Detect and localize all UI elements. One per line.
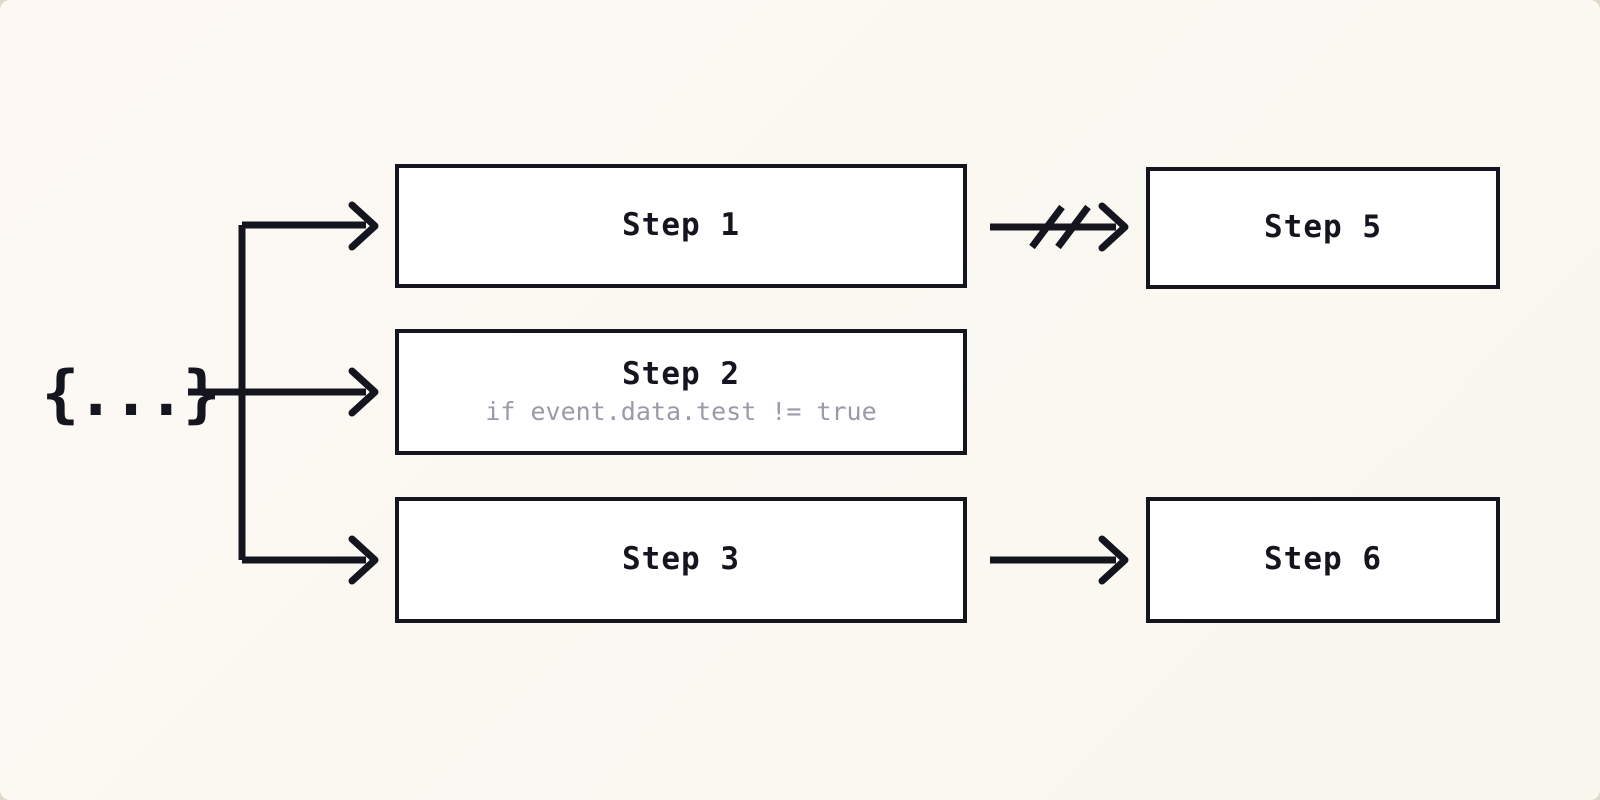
trigger-json-braces-icon: {...} (41, 357, 221, 430)
slash-mark-1 (1029, 204, 1065, 250)
step-title: Step 3 (622, 541, 740, 578)
step-title: Step 2 (622, 356, 740, 393)
step-node-step2[interactable]: Step 2 if event.data.test != true (395, 329, 967, 455)
arrowhead-to-step6 (1098, 535, 1129, 585)
arrowhead-to-step2 (348, 367, 379, 417)
step-title: Step 5 (1264, 209, 1382, 246)
slash-mark-2 (1055, 204, 1091, 250)
step-node-step1[interactable]: Step 1 (395, 164, 967, 288)
step-title: Step 1 (622, 207, 740, 244)
step-node-step3[interactable]: Step 3 (395, 497, 967, 623)
arrowhead-to-step3 (348, 535, 379, 585)
crossed-edge-marker (1029, 204, 1091, 250)
step-title: Step 6 (1264, 541, 1382, 578)
step-node-step6[interactable]: Step 6 (1146, 497, 1500, 623)
arrowhead-to-step1 (348, 201, 379, 251)
step-node-step5[interactable]: Step 5 (1146, 167, 1500, 289)
arrowhead-to-step5 (1098, 202, 1129, 252)
step-condition-expression: if event.data.test != true (485, 396, 877, 426)
